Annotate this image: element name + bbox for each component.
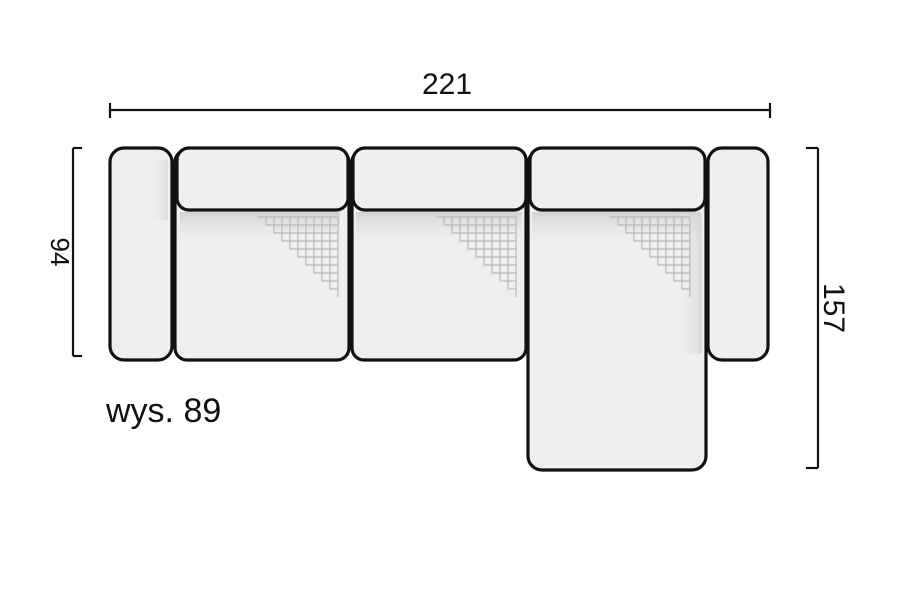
right-armrest <box>706 146 770 362</box>
seat-module-2 <box>350 146 528 362</box>
width-dimension: 221 <box>108 68 772 118</box>
chaise-back-cushion <box>528 146 707 212</box>
depth-label: 157 <box>817 283 850 333</box>
height-label: wys. 89 <box>105 392 221 430</box>
chaise-shade-top <box>532 212 700 246</box>
side-label: 94 <box>45 238 75 267</box>
back-cushion-1 <box>175 146 350 212</box>
chaise-texture <box>610 216 691 297</box>
seat-module-1 <box>173 146 351 362</box>
left-armrest-shade <box>144 160 168 220</box>
seat-shade-1 <box>180 212 340 246</box>
depth-dimension: 157 <box>806 146 850 470</box>
seat-texture-1 <box>258 216 339 297</box>
back-cushion-2 <box>351 146 528 212</box>
seat-texture-2 <box>436 216 517 297</box>
width-label: 221 <box>422 68 472 101</box>
chaise-shade-side <box>676 214 702 354</box>
chaise-module <box>526 146 708 472</box>
side-dimension: 94 <box>45 146 82 358</box>
seat-shade-2 <box>356 212 522 246</box>
